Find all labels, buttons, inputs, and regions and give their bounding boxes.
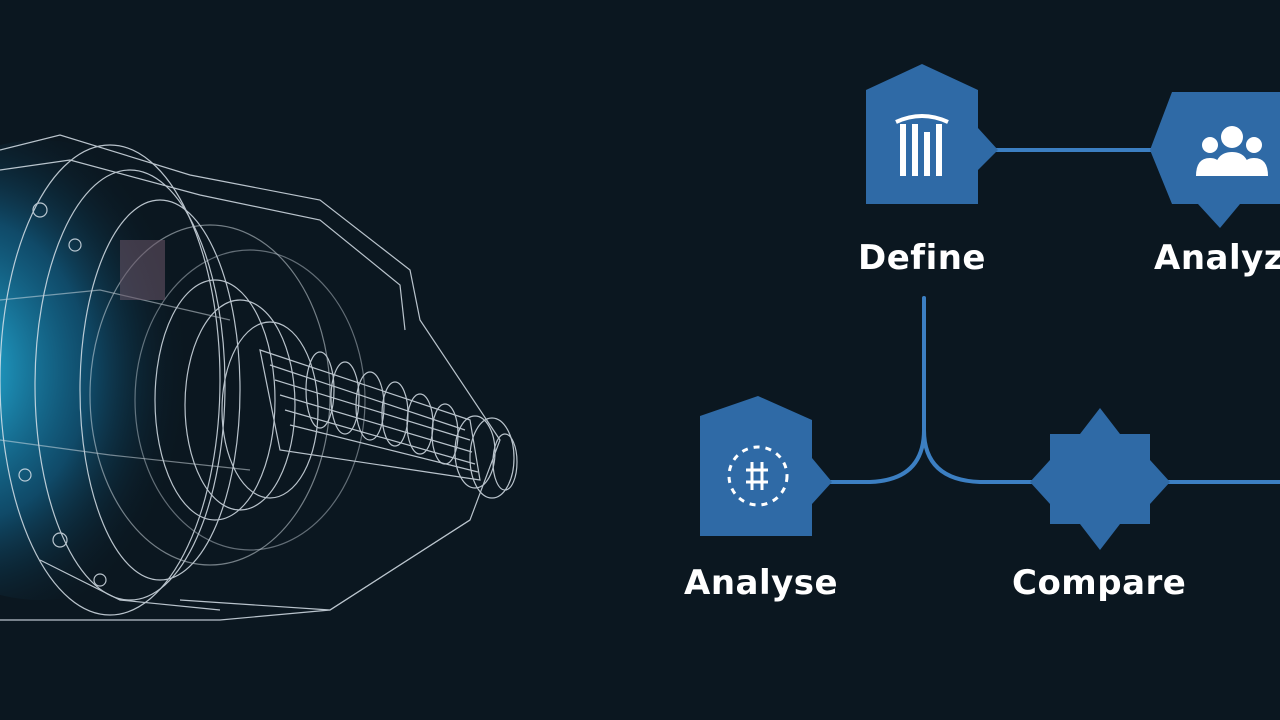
users-group-icon [1196,126,1268,176]
node-analyse-label: Analyse [684,563,839,603]
node-analyse-shape [700,396,832,536]
node-analyz[interactable] [1150,92,1280,228]
connector-to-analyse [828,428,926,484]
wireframe-motor-illustration [0,134,518,621]
node-define-shape [866,64,998,204]
node-compare-shape [1030,408,1170,550]
node-compare-label: Compare [1012,563,1187,603]
node-define[interactable] [866,64,998,204]
node-analyse[interactable] [700,396,832,536]
node-define-label: Define [858,238,986,278]
node-compare[interactable] [1030,408,1170,550]
bar-chart-icon [895,114,949,176]
connector-lines [828,148,1280,484]
dashed-circle-icon [727,445,789,507]
motor-detail-highlight [120,240,165,300]
connector-to-compare [922,428,1042,484]
node-analyz-label: Analyz [1154,238,1280,278]
